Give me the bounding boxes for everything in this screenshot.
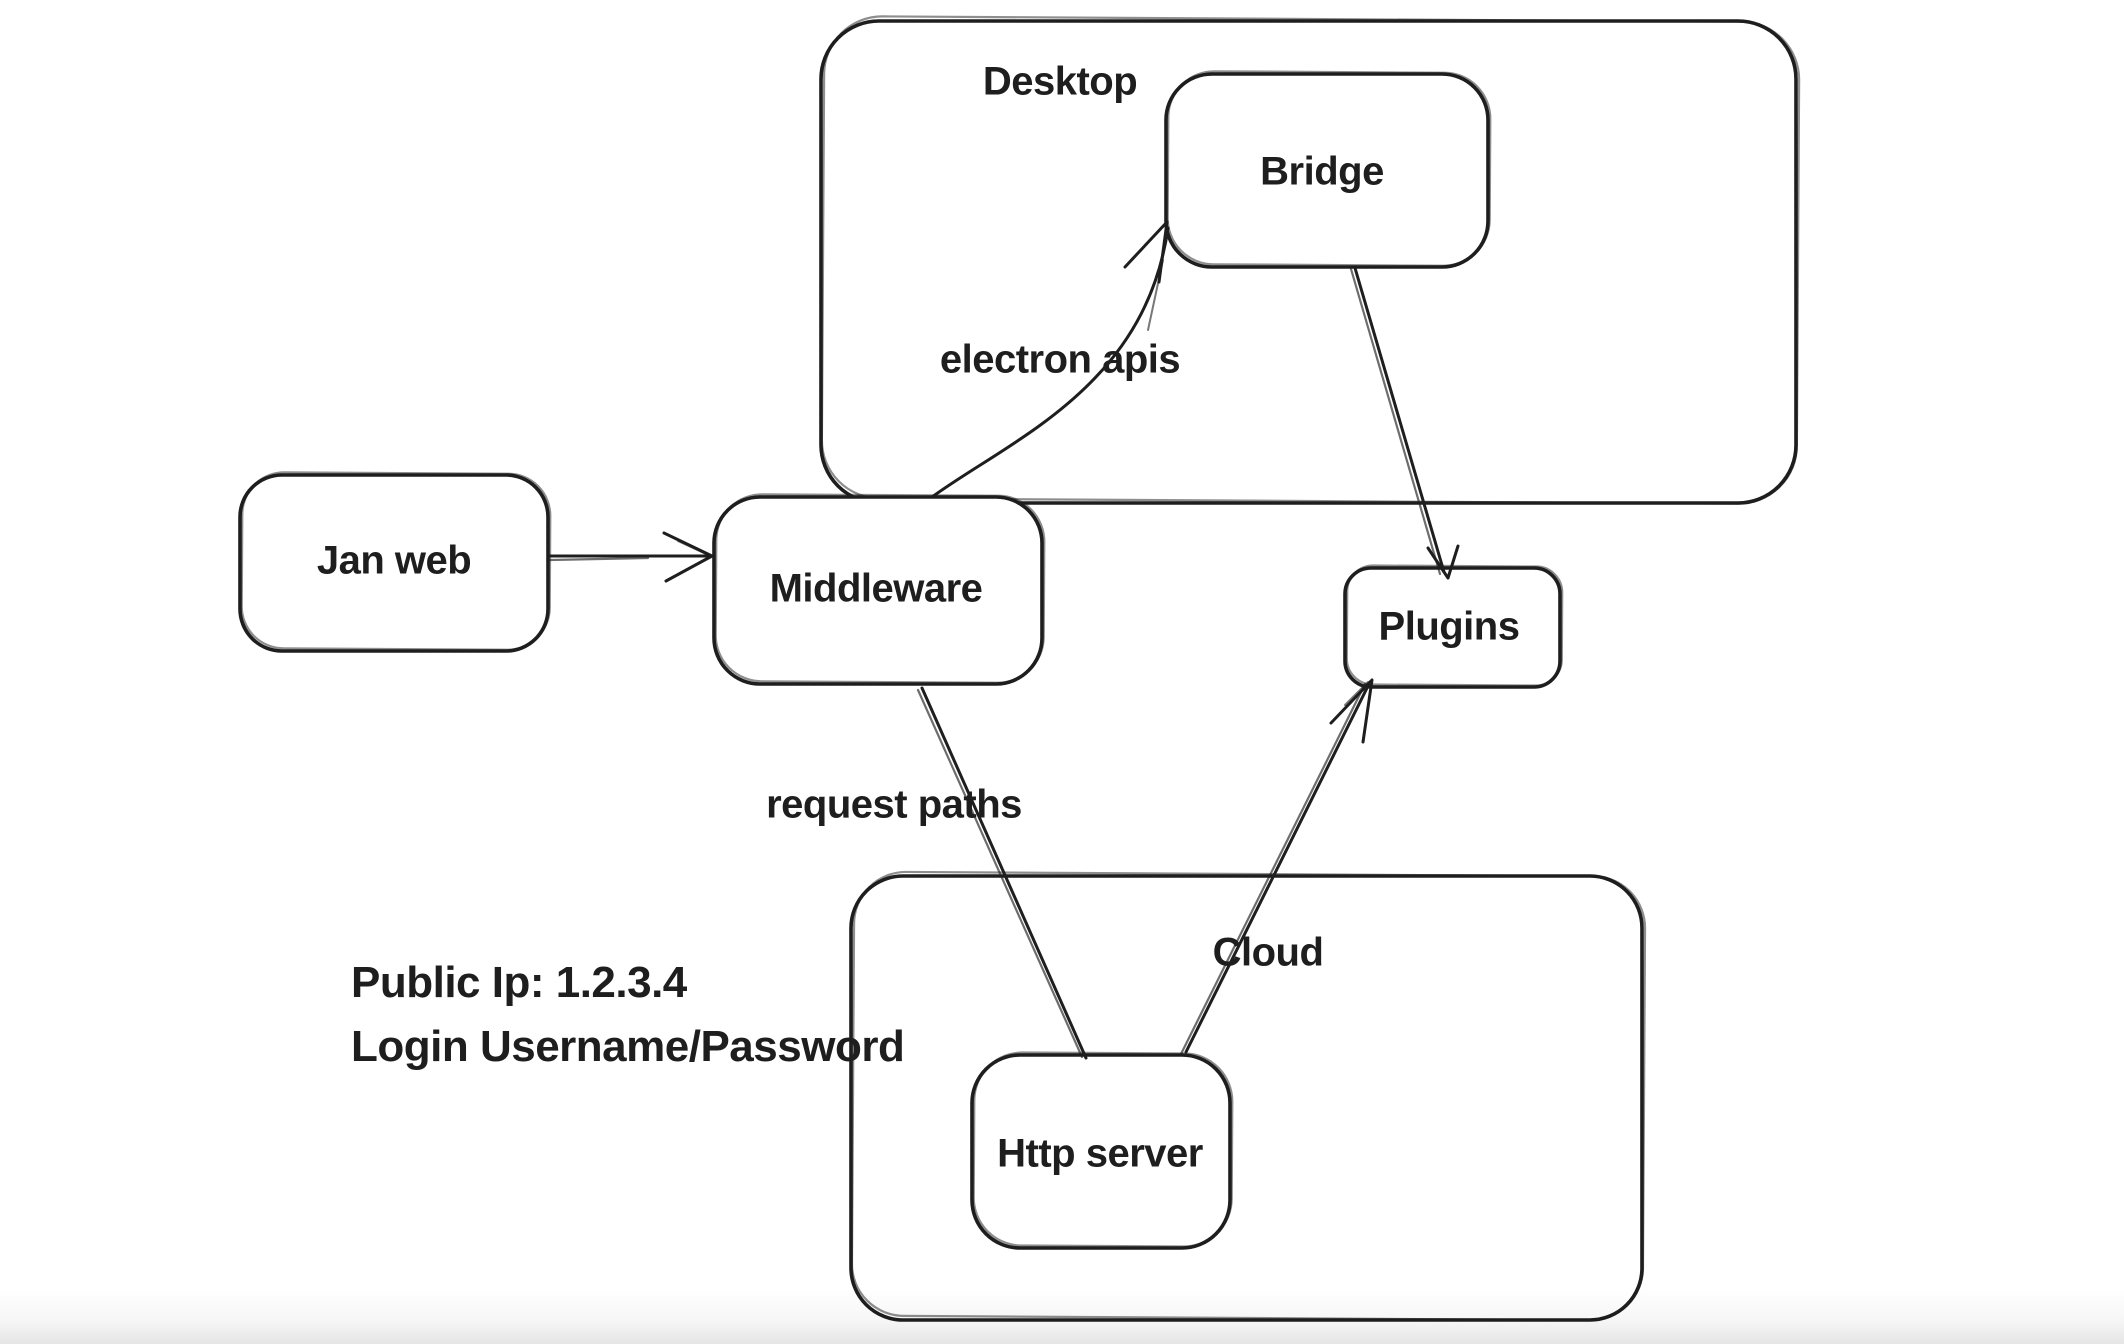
- node-plugins-box[interactable]: [1343, 564, 1564, 689]
- container-desktop-outline: [820, 15, 1801, 505]
- edge-bridge-to-plugins-line: [1349, 267, 1442, 576]
- cloud-label[interactable]: Cloud: [1212, 930, 1324, 975]
- node-middleware-box[interactable]: [712, 493, 1046, 686]
- http-server-label[interactable]: Http server: [997, 1131, 1203, 1176]
- arrowhead-icon: [662, 531, 714, 583]
- edge-http-server-to-plugins-line: [1184, 680, 1372, 1054]
- middleware-label[interactable]: Middleware: [769, 566, 983, 611]
- node-http-server-box[interactable]: [970, 1051, 1234, 1250]
- plugins-label[interactable]: Plugins: [1378, 604, 1520, 649]
- edge-middleware-to-http-server-line: [920, 686, 1088, 1060]
- edge-label-electron-apis[interactable]: electron apis: [939, 337, 1181, 382]
- node-jan-web-outline: [238, 473, 550, 653]
- edge-middleware-to-http-server-line: [916, 688, 1084, 1059]
- edge-middleware-to-http-server[interactable]: [916, 686, 1088, 1060]
- container-cloud-outline: [850, 870, 1647, 1322]
- edge-http-server-to-plugins[interactable]: [1179, 678, 1374, 1056]
- node-jan-web-box[interactable]: [238, 471, 552, 653]
- node-middleware-outline: [714, 493, 1046, 684]
- jan-web-label[interactable]: Jan web: [316, 538, 472, 583]
- edge-bridge-to-plugins[interactable]: [1349, 266, 1460, 580]
- arrowhead-icon: [1329, 678, 1374, 744]
- node-bridge-outline: [1166, 70, 1492, 267]
- credentials-note-line: Login Username/Password: [351, 1022, 905, 1071]
- edge-janweb-to-middleware-line: [548, 556, 650, 562]
- arrowhead-icon: [1147, 259, 1164, 331]
- arrowhead-icon: [1426, 544, 1460, 580]
- credentials-note-line: Public Ip: 1.2.3.4: [351, 958, 687, 1007]
- node-http-server-outline: [970, 1053, 1232, 1250]
- arrowhead-icon: [1344, 681, 1369, 706]
- edge-bridge-to-plugins-line: [1353, 266, 1446, 574]
- edge-middleware-to-bridge[interactable]: [930, 220, 1170, 499]
- arrowhead-icon: [677, 540, 707, 555]
- bridge-label[interactable]: Bridge: [1260, 149, 1384, 194]
- node-middleware-outline: [712, 495, 1044, 686]
- node-bridge-box[interactable]: [1164, 70, 1492, 269]
- edge-janweb-to-middleware[interactable]: [546, 531, 714, 583]
- edge-middleware-to-bridge-line: [930, 226, 1170, 499]
- edge-label-request-paths[interactable]: request paths: [766, 782, 1022, 827]
- node-plugins-outline: [1345, 564, 1564, 687]
- node-http-server-outline: [972, 1051, 1234, 1248]
- node-jan-web-outline: [240, 471, 552, 651]
- node-bridge-outline: [1164, 72, 1490, 269]
- edge-http-server-to-plugins-line: [1179, 682, 1367, 1056]
- desktop-label[interactable]: Desktop: [982, 59, 1138, 104]
